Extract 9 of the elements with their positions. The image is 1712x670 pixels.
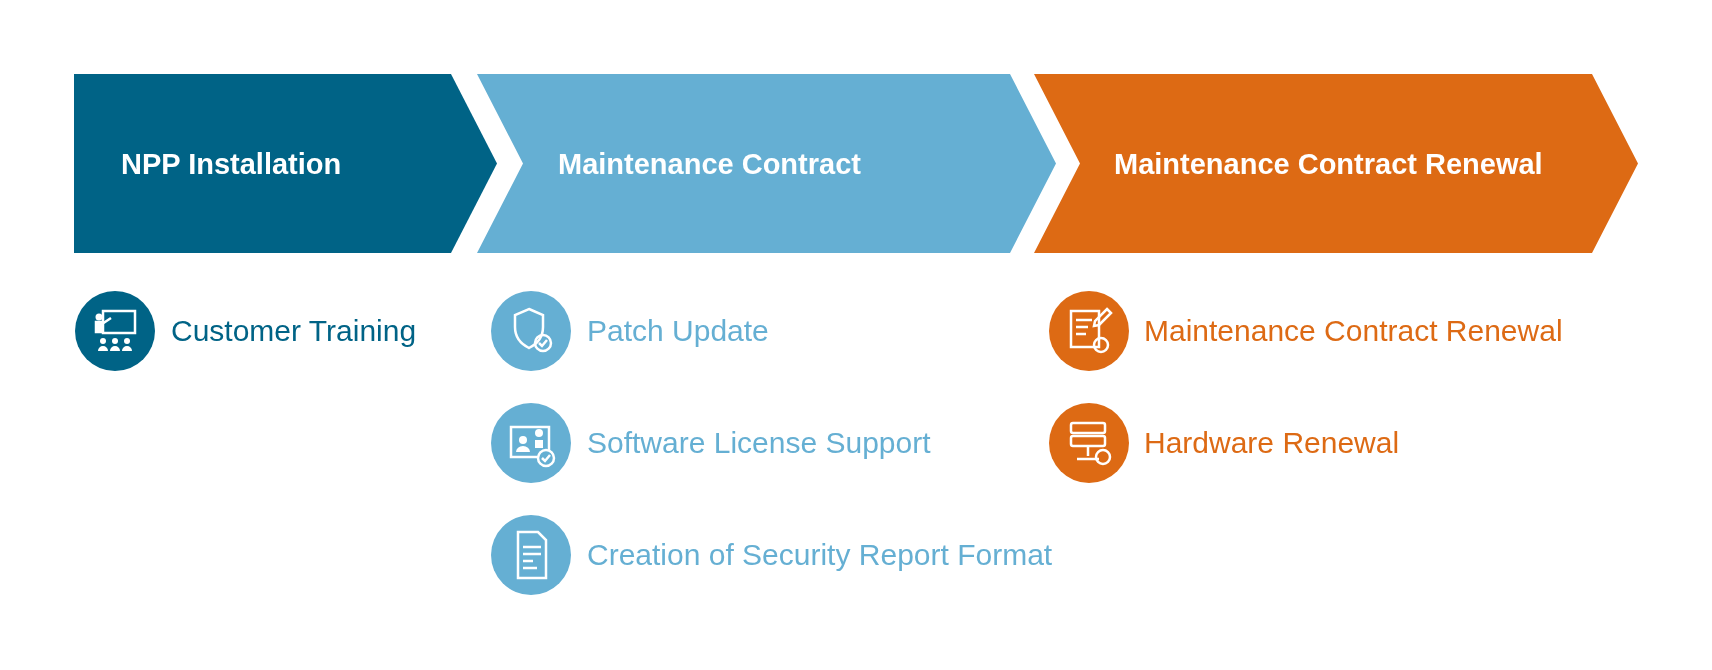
step-title: NPP Installation (121, 146, 343, 182)
item-label: Customer Training (171, 313, 417, 349)
item-label: Patch Update (587, 313, 769, 349)
item-label: Maintenance Contract Renewal (1144, 313, 1563, 349)
step-title: Maintenance Contract Renewal (1114, 146, 1544, 182)
item-label: Hardware Renewal (1144, 425, 1400, 461)
step-title: Maintenance Contract (558, 146, 862, 182)
item-label: Creation of Security Report Format (587, 537, 1053, 573)
item-label: Software License Support (587, 425, 931, 461)
